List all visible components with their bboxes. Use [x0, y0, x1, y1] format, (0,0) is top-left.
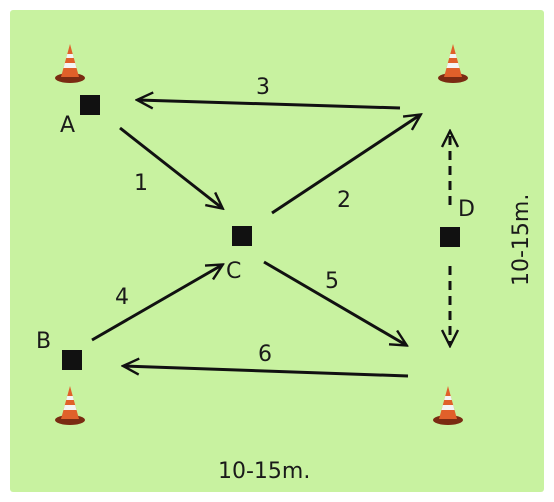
dimension-width: 10-15m.	[218, 459, 310, 484]
dimension-height: 10-15m.	[509, 194, 534, 286]
arrow-4	[91, 265, 222, 342]
label-a: A	[60, 113, 75, 138]
arrow-3	[138, 100, 401, 108]
marker-c	[232, 226, 252, 246]
step-6: 6	[258, 342, 272, 367]
step-1: 1	[134, 171, 148, 196]
marker-a	[80, 95, 100, 115]
label-d: D	[458, 197, 475, 222]
marker-b	[62, 350, 82, 370]
marker-d	[440, 227, 460, 247]
step-2: 2	[337, 188, 351, 213]
arrow-2	[271, 115, 420, 215]
arrow-1	[119, 126, 222, 208]
step-4: 4	[115, 285, 129, 310]
arrow-6	[124, 366, 409, 378]
step-3: 3	[256, 75, 270, 100]
playing-field	[10, 10, 544, 492]
arrow-5	[263, 260, 406, 345]
step-5: 5	[325, 269, 339, 294]
label-c: C	[226, 259, 241, 284]
label-b: B	[36, 329, 51, 354]
